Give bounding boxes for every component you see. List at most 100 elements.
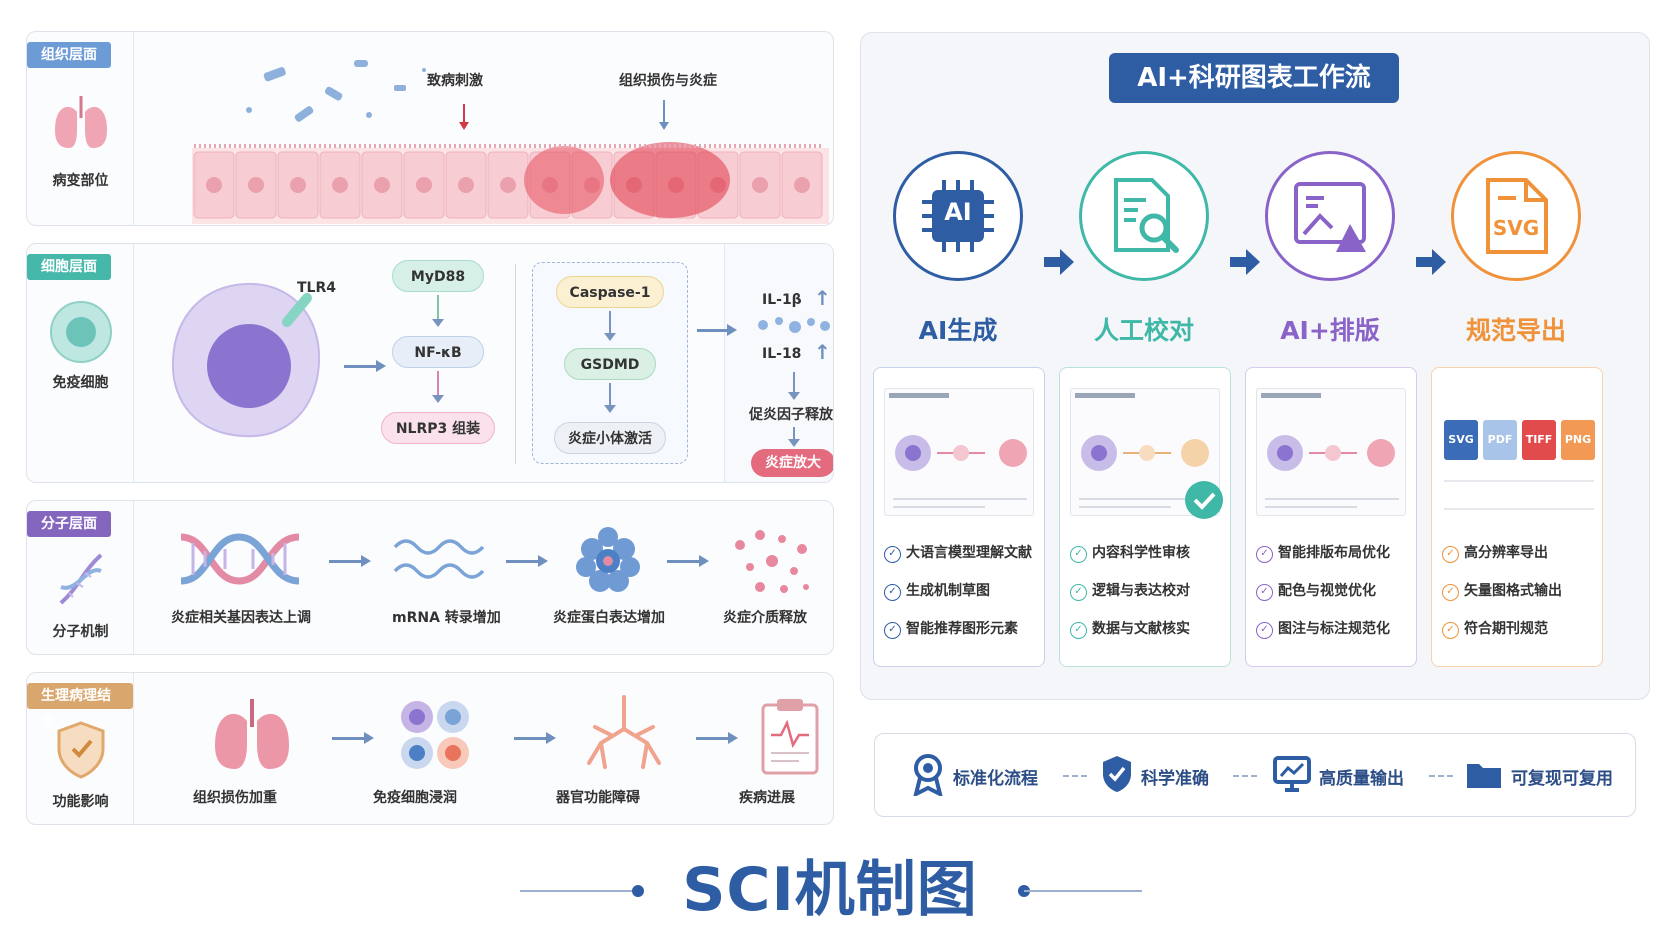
cell-divider (515, 264, 516, 464)
stage-4-card: SVG PDF TIFF PNG 高分辨率导出 矢量图格式输出 符合期刊规范 (1431, 367, 1603, 667)
release-label: 促炎因子释放 (749, 407, 833, 423)
mol-arrow-1 (329, 555, 371, 567)
stage-1-card: 大语言模型理解文献 生成机制草图 智能推荐图形元素 (873, 367, 1045, 667)
dna-helix (180, 533, 300, 585)
myd88-arrow (432, 295, 444, 327)
layout-image-icon (1294, 182, 1366, 252)
il18-label: IL-18 (762, 346, 802, 362)
il1b-label: IL-1β (762, 292, 802, 308)
feature-divider-1 (1063, 775, 1087, 777)
review-circle (1079, 151, 1209, 281)
protein-icon (576, 527, 640, 592)
stage-2-item-2: 逻辑与表达校对 (1070, 580, 1190, 601)
mediator-dots (735, 530, 809, 593)
cell-side-label: 免疫细胞 (52, 375, 109, 391)
stage-3-item-1: 智能排版布局优化 (1256, 542, 1390, 563)
cell-arrow-2 (697, 324, 737, 336)
caspase-arrow (604, 311, 616, 341)
stage-2-item-3: 数据与文献核实 (1070, 618, 1190, 639)
nfkb-arrow (432, 371, 444, 403)
myd88-pill: MyD88 (392, 260, 484, 292)
stage-2-name: 人工校对 (1093, 316, 1194, 345)
cell-icon (50, 301, 112, 363)
export-lines (1444, 480, 1594, 510)
ai-chip-icon (922, 180, 994, 252)
physio-panel: 生理病理结果 功能影响 组织损伤加重 免疫细胞浸润 器官功能障碍 疾病进展 (26, 672, 834, 825)
ai-chip-text: AI (944, 198, 972, 226)
stage-3-name: AI+排版 (1280, 316, 1380, 345)
mol-arrow-3 (667, 555, 709, 567)
approved-check-icon (1185, 481, 1223, 519)
stage-4-name: 规范导出 (1465, 316, 1566, 345)
stage-arrow-1 (1044, 249, 1074, 275)
stage-3-item-3: 图注与标注规范化 (1256, 618, 1390, 639)
stage-4-item-2: 矢量图格式输出 (1442, 580, 1562, 601)
gsdmd-arrow (604, 383, 616, 413)
phys-arrow-2 (514, 732, 556, 744)
mol-step-4: 炎症介质释放 (723, 610, 807, 626)
feature-4: 可复现可复用 (1511, 769, 1613, 789)
phys-step-4: 疾病进展 (739, 790, 795, 806)
mrna-icon (393, 539, 485, 579)
format-badge-tiff: TIFF (1522, 420, 1556, 460)
nfkb-pill: NF-κB (392, 336, 484, 368)
damaged-lung-icon (215, 699, 289, 769)
stage-3-item-2: 配色与视觉优化 (1256, 580, 1376, 601)
draft-thumbnail (884, 388, 1034, 516)
format-badge-png: PNG (1561, 420, 1595, 460)
physio-tag: 生理病理结果 (27, 683, 133, 730)
format-badge-pdf: PDF (1483, 420, 1517, 460)
clipboard-icon (761, 699, 819, 775)
cytokine-dots (758, 317, 830, 333)
ai-chip-circle: AI (893, 151, 1023, 281)
layout-thumbnail (1256, 388, 1406, 516)
phys-arrow-3 (696, 732, 738, 744)
molecular-panel: 分子层面 分子机制 炎症相关基因表达上调 mRNA 转录增加 炎症蛋白表达增加 … (26, 500, 834, 655)
svg-file-text: SVG (1492, 216, 1540, 240)
title-line-left (520, 890, 638, 892)
mol-step-1: 炎症相关基因表达上调 (171, 610, 311, 626)
main-title: SCI机制图 (682, 855, 978, 925)
phys-step-3: 器官功能障碍 (556, 790, 640, 806)
tissue-tag: 组织层面 (27, 42, 111, 68)
shield-check-icon (1103, 756, 1131, 792)
phys-step-1: 组织损伤加重 (193, 790, 277, 806)
immune-infiltration-icon (401, 701, 469, 769)
feature-1: 标准化流程 (953, 769, 1038, 789)
feature-3: 高质量输出 (1319, 769, 1404, 789)
physio-side-label: 功能影响 (52, 794, 109, 810)
tissue-panel: 组织层面 病变部位 (26, 31, 834, 226)
stage-4-item-1: 高分辨率导出 (1442, 542, 1548, 563)
document-search-icon (1114, 178, 1179, 253)
layout-circle (1265, 151, 1395, 281)
il-arrow (788, 372, 800, 400)
stage-arrow-2 (1230, 249, 1260, 275)
tissue-side-label: 病变部位 (52, 173, 109, 189)
release-arrow (788, 427, 800, 447)
shield-icon (57, 721, 105, 779)
workflow-title: AI+科研图表工作流 (1109, 53, 1399, 103)
feature-bar: 标准化流程 科学准确 高质量输出 可复现可复用 (874, 733, 1636, 817)
title-line-right (1024, 890, 1142, 892)
folder-icon (1467, 764, 1501, 788)
stage-3-card: 智能排版布局优化 配色与视觉优化 图注与标注规范化 (1245, 367, 1417, 667)
il18-up-icon: ↑ (814, 340, 831, 364)
cell-panel: 细胞层面 免疫细胞 TLR4 MyD88 NF-κB NLRP3 组装 Casp… (26, 243, 834, 483)
export-circle: SVG (1451, 151, 1581, 281)
caspase-pill: Caspase-1 (556, 276, 664, 308)
immune-cell-illustration (171, 282, 321, 438)
organ-bronchi-icon (587, 695, 661, 769)
stage-1-item-3: 智能推荐图形元素 (884, 618, 1018, 639)
molecular-side: 分子层面 分子机制 (27, 501, 134, 654)
award-icon (913, 754, 943, 796)
workflow-panel: AI+科研图表工作流 AI AI生成 人工校对 AI+排版 (860, 32, 1650, 700)
tissue-side: 组织层面 病变部位 (27, 32, 134, 225)
stage-1-item-1: 大语言模型理解文献 (884, 542, 1032, 563)
gsdmd-pill: GSDMD (564, 348, 656, 380)
mol-step-2: mRNA 转录增加 (392, 610, 501, 626)
cytokine-box (724, 244, 833, 482)
phys-step-2: 免疫细胞浸润 (373, 790, 457, 806)
stage-arrow-3 (1416, 249, 1446, 275)
monitor-chart-icon (1273, 756, 1311, 792)
stage-2-item-1: 内容科学性审核 (1070, 542, 1190, 563)
